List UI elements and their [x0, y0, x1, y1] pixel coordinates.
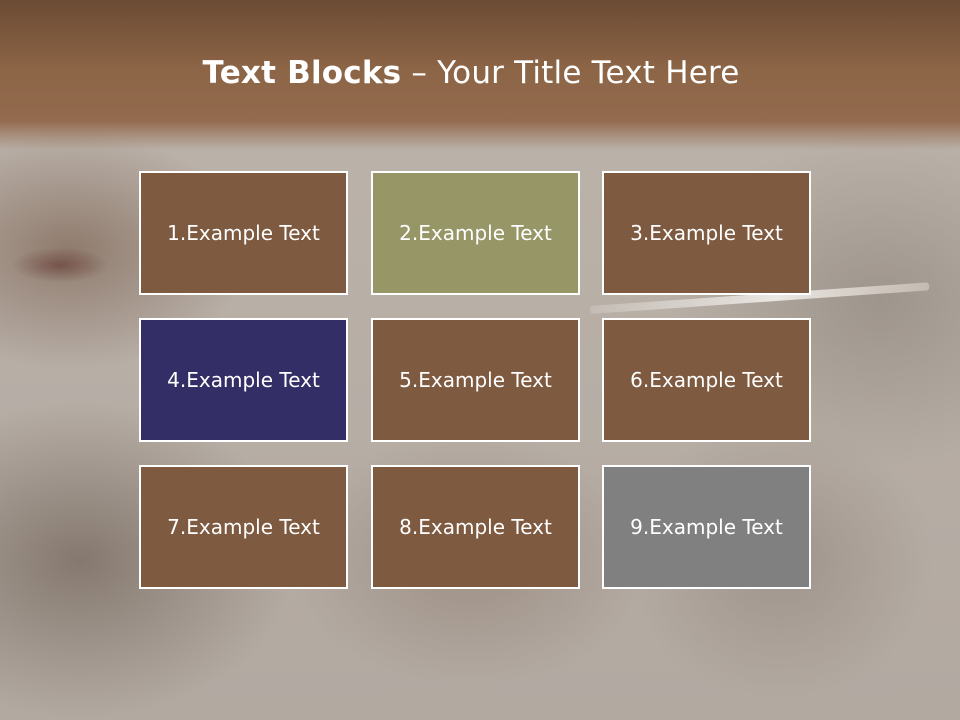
text-block-9: 9.Example Text [602, 465, 811, 589]
text-block-6: 6.Example Text [602, 318, 811, 442]
text-block-label: 8.Example Text [399, 515, 552, 539]
text-block-label: 9.Example Text [630, 515, 783, 539]
text-block-5: 5.Example Text [371, 318, 580, 442]
text-block-8: 8.Example Text [371, 465, 580, 589]
text-block-1: 1.Example Text [139, 171, 348, 295]
text-block-3: 3.Example Text [602, 171, 811, 295]
title-rest: Your Title Text Here [437, 55, 740, 91]
slide-title: Text Blocks – Your Title Text Here [0, 55, 942, 91]
text-block-2: 2.Example Text [371, 171, 580, 295]
text-block-label: 7.Example Text [167, 515, 320, 539]
text-block-label: 2.Example Text [399, 221, 552, 245]
text-block-4: 4.Example Text [139, 318, 348, 442]
text-block-label: 5.Example Text [399, 368, 552, 392]
title-separator: – [401, 55, 438, 91]
title-banner [0, 0, 960, 150]
text-block-label: 4.Example Text [167, 368, 320, 392]
background-face-detail [0, 240, 120, 290]
title-bold: Text Blocks [202, 55, 402, 91]
text-block-label: 3.Example Text [630, 221, 783, 245]
text-block-label: 6.Example Text [630, 368, 783, 392]
text-block-label: 1.Example Text [167, 221, 320, 245]
text-block-7: 7.Example Text [139, 465, 348, 589]
